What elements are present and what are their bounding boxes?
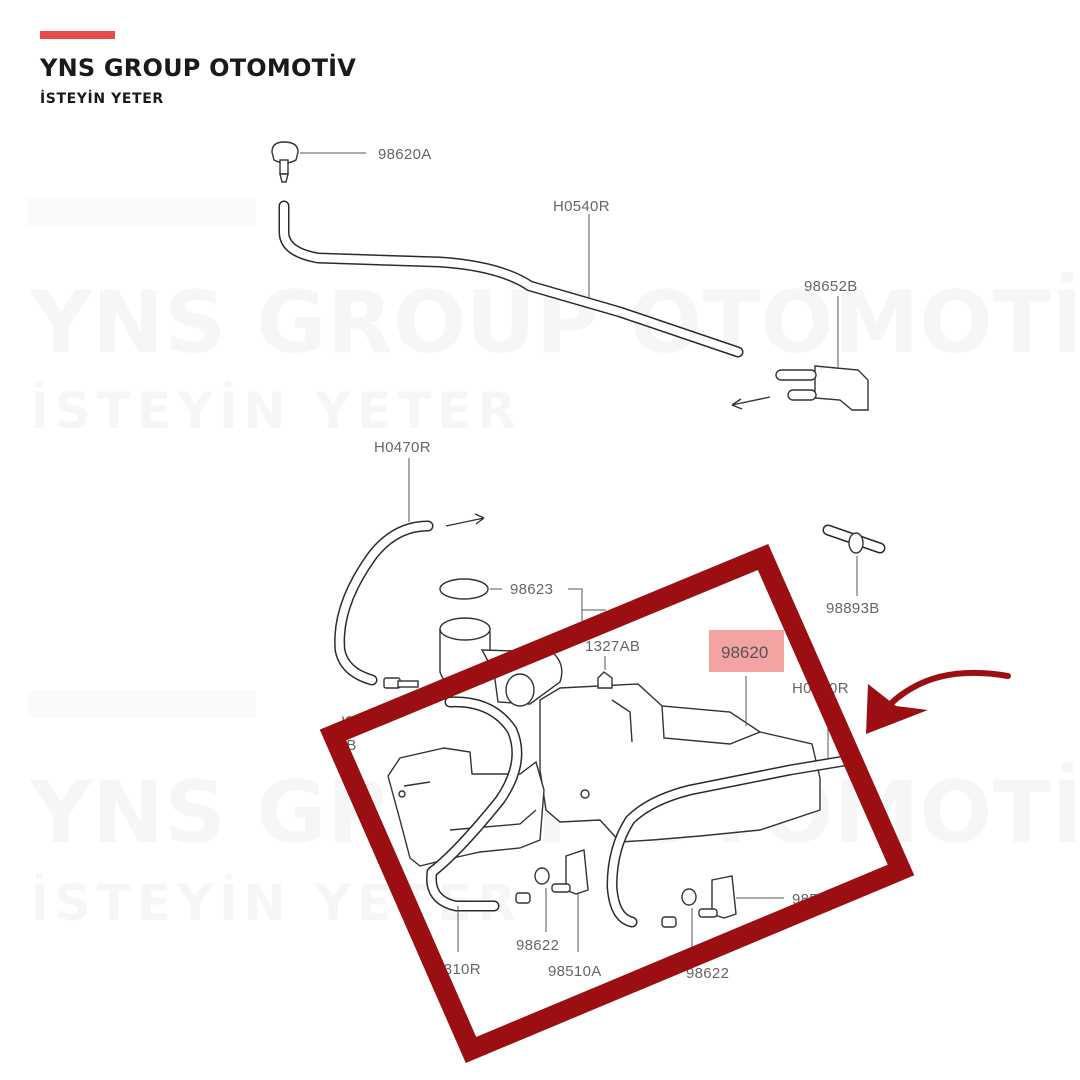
part-label-98622-right: 98622 xyxy=(686,965,729,982)
direction-arrow-2 xyxy=(445,513,485,527)
part-label-98623: 98623 xyxy=(510,581,553,598)
watermark-bar-2 xyxy=(28,690,256,718)
upper-hose xyxy=(278,200,744,358)
part-label-H0470R: H0470R xyxy=(374,439,431,456)
part-label-98620: 98620 xyxy=(721,643,768,662)
cap-part xyxy=(271,141,299,183)
part-label-98652B: 98652B xyxy=(804,278,858,295)
part-label-98620A: 98620A xyxy=(378,146,432,163)
highlight-frame xyxy=(319,544,915,1064)
part-label-H0310R: H0310R xyxy=(424,961,481,978)
brand-subtitle: İSTEYİN YETER xyxy=(40,91,164,107)
watermark-bar xyxy=(28,198,256,226)
watermark-subtitle: İSTEYİN YETER xyxy=(30,382,522,440)
brand-accent-bar xyxy=(40,31,115,39)
brand-title: YNS GROUP OTOMOTİV xyxy=(40,54,357,82)
part-label-H0540R: H0540R xyxy=(553,198,610,215)
pump-right xyxy=(661,875,737,928)
part-label-98622-left: 98622 xyxy=(516,937,559,954)
right-hose xyxy=(606,754,856,928)
side-hose-bolt xyxy=(383,677,419,689)
part-label-98893B: 98893B xyxy=(826,600,880,617)
nozzle-part xyxy=(775,365,869,411)
pointer-arrow xyxy=(866,669,1011,734)
part-label-1327AB: 1327AB xyxy=(585,638,640,655)
tank-label-highlight xyxy=(709,630,784,672)
watermark-title: YNS GROUP OTOMOTİV xyxy=(29,272,1080,373)
part-label-98510A: 98510A xyxy=(548,963,602,980)
lower-hose xyxy=(426,696,523,912)
grommet-part xyxy=(822,524,886,554)
bolt-part xyxy=(597,671,613,689)
pump-left xyxy=(515,849,589,904)
side-hose xyxy=(334,520,434,686)
direction-arrow-1 xyxy=(731,396,771,410)
gasket-part xyxy=(439,578,489,600)
